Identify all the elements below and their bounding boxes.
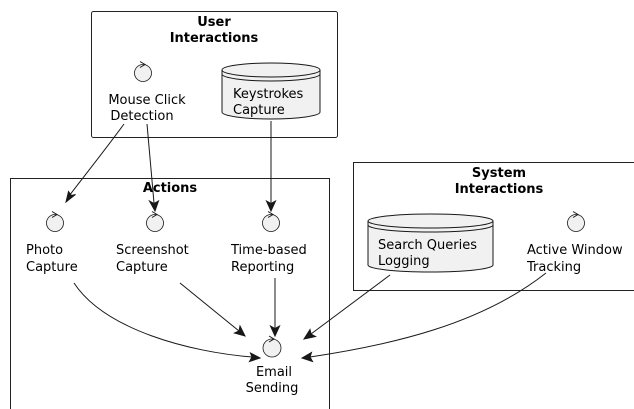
package-actions: Actions [10,178,330,409]
arrowhead-time-based-email [269,324,281,338]
arrowhead-photo-email [248,351,262,363]
package-system-interactions: System Interactions [353,162,634,291]
arrowhead-active-window-email [300,351,314,363]
edge-active-window-to-email [309,272,547,358]
package-system-interactions-title-line2: Interactions [455,182,544,197]
node-photo-capture: Photo Capture [26,211,78,275]
package-user-interactions-title-line1: User [197,15,231,30]
active-window-label-line2: Tracking [526,260,581,275]
control-icon [262,335,282,358]
search-queries-label-line2: Logging [378,254,430,269]
keystrokes-label-line2: Capture [233,103,285,118]
arrowhead-search-queries-email [302,328,317,340]
node-keystrokes-capture: Keystrokes Capture [221,62,321,120]
keystrokes-label-line1: Keystrokes [233,87,304,102]
arrowhead-screenshot-email [233,324,246,337]
edge-screenshot-to-email [179,282,240,332]
arrowhead-time-based [265,199,277,213]
photo-capture-label-line2: Capture [26,260,78,275]
edges [65,121,547,363]
active-window-label-line1: Active Window [527,243,623,258]
node-email-sending: Email Sending [246,335,299,396]
node-mouse-click-detection: Mouse Click Detection [108,61,186,124]
edge-mouse-click-to-photo [68,123,125,197]
email-sending-label-line1: Email [256,365,292,380]
node-screenshot-capture: Screenshot Capture [116,211,189,275]
package-system-interactions-title-line1: System [472,166,526,181]
database-icon [221,62,321,120]
arrowhead-photo [65,190,76,204]
package-user-interactions-title-line2: Interactions [170,31,259,46]
node-time-based-reporting: Time-based Reporting [230,211,307,275]
control-icon [146,211,164,232]
package-actions-title: Actions [143,181,198,196]
package-user-interactions: User Interactions [91,11,338,138]
screenshot-capture-label-line1: Screenshot [116,243,189,258]
edge-photo-to-email [73,282,253,358]
email-sending-label-line2: Sending [246,381,299,396]
node-search-queries-logging: Search Queries Logging [367,213,494,273]
control-icon [262,211,280,232]
search-queries-label-line1: Search Queries [378,238,477,253]
time-based-label-line2: Reporting [231,260,294,275]
edge-search-queries-to-email [310,274,391,335]
edge-mouse-click-to-screenshot [146,123,155,204]
control-icon [134,61,152,82]
mouse-click-label-line1: Mouse Click [108,93,186,108]
time-based-label-line1: Time-based [230,243,307,258]
screenshot-capture-label-line2: Capture [116,260,168,275]
mouse-click-label-line2: Detection [110,109,173,124]
photo-capture-label-line1: Photo [26,243,63,258]
control-icon [46,211,64,232]
control-icon [567,211,585,232]
database-icon [367,213,494,273]
node-active-window-tracking: Active Window Tracking [526,211,623,275]
arrowhead-screenshot [148,199,160,213]
